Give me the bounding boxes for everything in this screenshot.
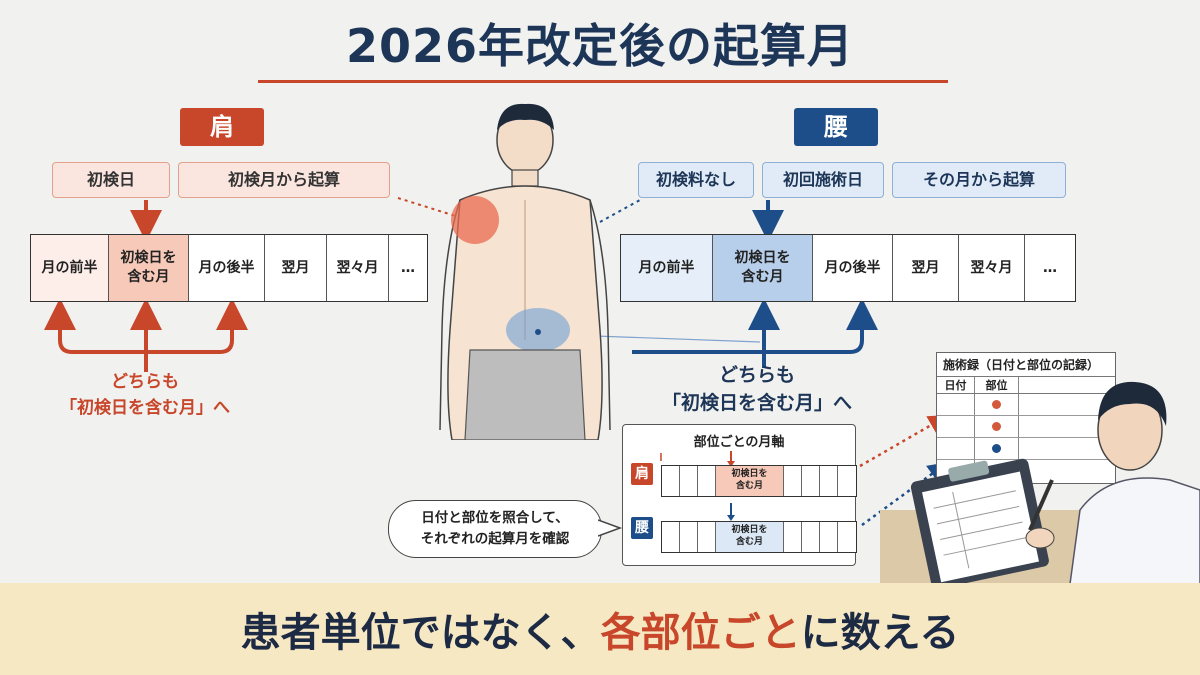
shoulder-label-first-visit-day: 初検日 [52, 162, 170, 198]
record-dot-shoulder [992, 400, 1001, 409]
bubble-tail [598, 519, 623, 537]
waist-note-line1: どちらも [718, 364, 795, 386]
timeline-cell-highlight: 初検日を 含む月 [713, 235, 813, 301]
check-speech-bubble: 日付と部位を照合して、 それぞれの起算月を確認 [388, 500, 602, 558]
panel-shoulder-cell: 初検日を 含む月 [716, 466, 784, 496]
waist-bracket [632, 314, 864, 354]
title-underline [258, 80, 948, 83]
practitioner-illustration [880, 381, 1200, 584]
timeline-cell-highlight: 初検日を 含む月 [109, 235, 189, 301]
record-title: 施術録（日付と部位の記録） [937, 353, 1115, 377]
shoulder-timeline: 月の前半 初検日を 含む月 月の後半 翌月 翌々月 … [30, 234, 428, 302]
panel-shoulder-tag: 肩 [631, 463, 653, 485]
panel-shoulder-timeline: 初検日を 含む月 [661, 465, 857, 497]
hair-icon [497, 103, 554, 130]
timeline-cell: 月の前半 [621, 235, 713, 301]
panel-waist-tag: 腰 [631, 517, 653, 539]
shoulder-pain-spot [451, 196, 499, 244]
shoulder-tag: 肩 [180, 108, 264, 146]
shoulder-label-count-from-month: 初検月から起算 [178, 162, 390, 198]
bottom-banner: 患者単位ではなく、各部位ごとに数える [0, 583, 1200, 675]
clipboard-icon [910, 458, 1049, 584]
waist-label-count-from-month: その月から起算 [892, 162, 1066, 198]
page-title: 2026年改定後の起算月 [345, 19, 855, 73]
panel-title: 部位ごとの月軸 [693, 435, 785, 450]
record-col-part: 部位 [975, 377, 1019, 393]
pen-icon [1028, 479, 1054, 531]
timeline-cell: 翌々月 [327, 235, 389, 301]
panel-waist-cell: 初検日を 含む月 [716, 522, 784, 552]
treatment-record-board: 施術録（日付と部位の記録） 日付 部位 [936, 352, 1116, 484]
banner-text-emphasis: 各部位ごと [600, 610, 801, 656]
record-dot-waist [992, 444, 1001, 453]
timeline-cell: … [1025, 235, 1075, 301]
timeline-cell: 月の前半 [31, 235, 109, 301]
waist-note-line2: 「初検日を含む月」へ [661, 391, 852, 414]
banner-text-1: 患者単位ではなく、 [240, 610, 601, 656]
waist-timeline: 月の前半 初検日を 含む月 月の後半 翌月 翌々月 … [620, 234, 1076, 302]
timeline-cell: 翌月 [893, 235, 959, 301]
timeline-cell: 翌々月 [959, 235, 1025, 301]
timeline-cell: … [401, 259, 415, 276]
shoulder-note-line1: どちらも [111, 372, 179, 392]
waist-label-first-treatment: 初回施術日 [762, 162, 884, 198]
record-dot-shoulder [992, 422, 1001, 431]
site-month-axis-panel: 部位ごとの月軸 肩 初検日を 含む月 腰 初検日を 含む月 [622, 424, 857, 566]
panel-waist-timeline: 初検日を 含む月 [661, 521, 857, 553]
banner-text-3: に数える [800, 610, 960, 656]
back-body-illustration [439, 103, 611, 440]
timeline-cell: 月の後半 [813, 235, 893, 301]
shoulder-note-line2: 「初検日を含む月」へ [60, 397, 230, 418]
waist-tag: 腰 [794, 108, 878, 146]
hair-icon [1098, 381, 1167, 426]
timeline-cell: 翌月 [265, 235, 327, 301]
timeline-cell: 月の後半 [189, 235, 265, 301]
waist-note: どちらも 「初検日を含む月」へ [632, 362, 882, 417]
shoulder-note: どちらも 「初検日を含む月」へ [30, 370, 260, 421]
waist-label-no-fee: 初検料なし [638, 162, 754, 198]
record-col-date: 日付 [937, 377, 975, 393]
